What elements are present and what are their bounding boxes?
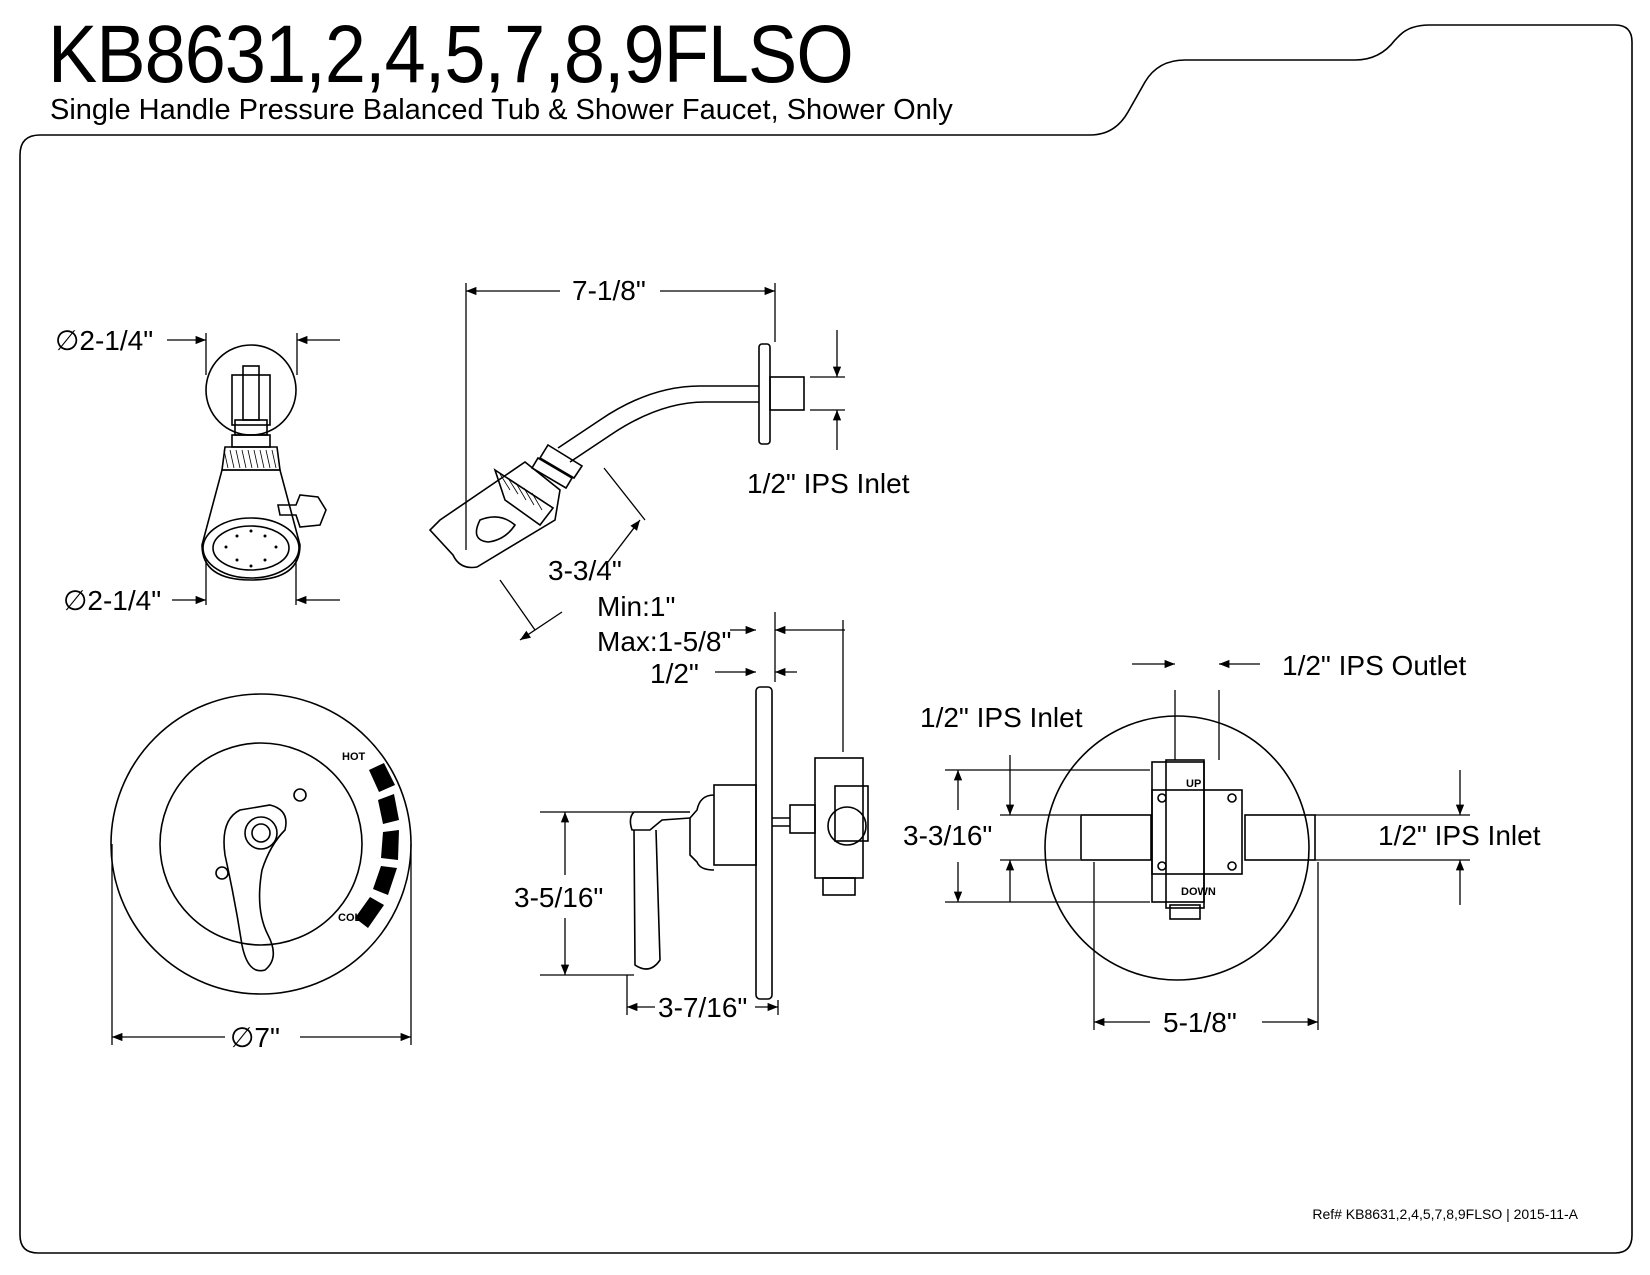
flange-outline <box>205 344 297 436</box>
rear-trim-outline <box>1044 715 1310 981</box>
valve-rear-dimensions <box>945 659 1470 1030</box>
valve-side-view <box>629 686 869 1000</box>
handle-front-view <box>110 693 412 995</box>
plate-dimension <box>111 844 412 1045</box>
inner-plate <box>159 742 363 946</box>
lever-handle <box>475 516 517 543</box>
valve-body-rear <box>1165 759 1205 909</box>
temperature-scale <box>355 763 399 928</box>
showerhead-side-view <box>428 343 805 569</box>
spray-holes <box>224 529 278 568</box>
hot-label: HOT <box>342 751 366 763</box>
knurl-pattern <box>223 449 277 469</box>
outlet-label: 1/2" IPS Outlet <box>1282 650 1466 681</box>
body-width-label: 5-1/8" <box>1163 1007 1237 1038</box>
rear-inlet-right-label: 1/2" IPS Inlet <box>1378 820 1541 851</box>
wall-depth-min-label: Min:1" <box>597 591 675 622</box>
arm-reach-label: 7-1/8" <box>572 275 646 306</box>
trim-plate-side <box>755 686 773 1000</box>
side-inlet-label: 1/2" IPS Inlet <box>747 468 910 499</box>
up-label: UP <box>1186 778 1201 790</box>
reference-footer: Ref# KB8631,2,4,5,7,8,9FLSO | 2015-11-A <box>1312 1206 1578 1222</box>
trim-plate <box>110 693 412 995</box>
down-label: DOWN <box>1181 886 1216 898</box>
front-view-dimensions <box>167 333 340 605</box>
flange-diameter-label: ∅2-1/4" <box>55 325 153 356</box>
trim-gap-label: 1/2" <box>650 658 699 689</box>
rear-inlet-left-label: 1/2" IPS Inlet <box>920 702 1083 733</box>
head-diameter-label: ∅2-1/4" <box>63 585 161 616</box>
wall-depth-max-label: Max:1-5/8" <box>597 626 731 657</box>
body-height-label: 3-3/16" <box>903 820 992 851</box>
threaded-inlet <box>769 376 805 411</box>
escutcheon-flange <box>758 343 771 445</box>
side-knurl <box>499 473 543 511</box>
handle-hub <box>244 816 278 850</box>
shower-arm <box>557 385 759 463</box>
product-description: Single Handle Pressure Balanced Tub & Sh… <box>50 94 953 126</box>
model-title: KB8631,2,4,5,7,8,9FLSO <box>48 9 854 100</box>
sheet-border <box>19 24 1633 1254</box>
valve-rear-view <box>1044 715 1316 981</box>
handle-height-label: 3-5/16" <box>514 882 603 913</box>
lever-handle-front <box>223 804 287 972</box>
projection-label: 3-7/16" <box>658 992 747 1023</box>
lever-side <box>629 811 691 831</box>
side-view-dimensions <box>465 283 845 641</box>
showerhead-body <box>201 469 301 581</box>
valve-body-side <box>814 757 864 879</box>
cold-label: COLD <box>338 912 369 924</box>
plate-diameter-label: ∅7" <box>230 1022 280 1053</box>
shower-head-cone <box>428 461 561 569</box>
valve-side-dimensions <box>540 612 845 1015</box>
showerhead-front-view <box>201 344 327 581</box>
head-length-label: 3-3/4" <box>548 555 622 586</box>
